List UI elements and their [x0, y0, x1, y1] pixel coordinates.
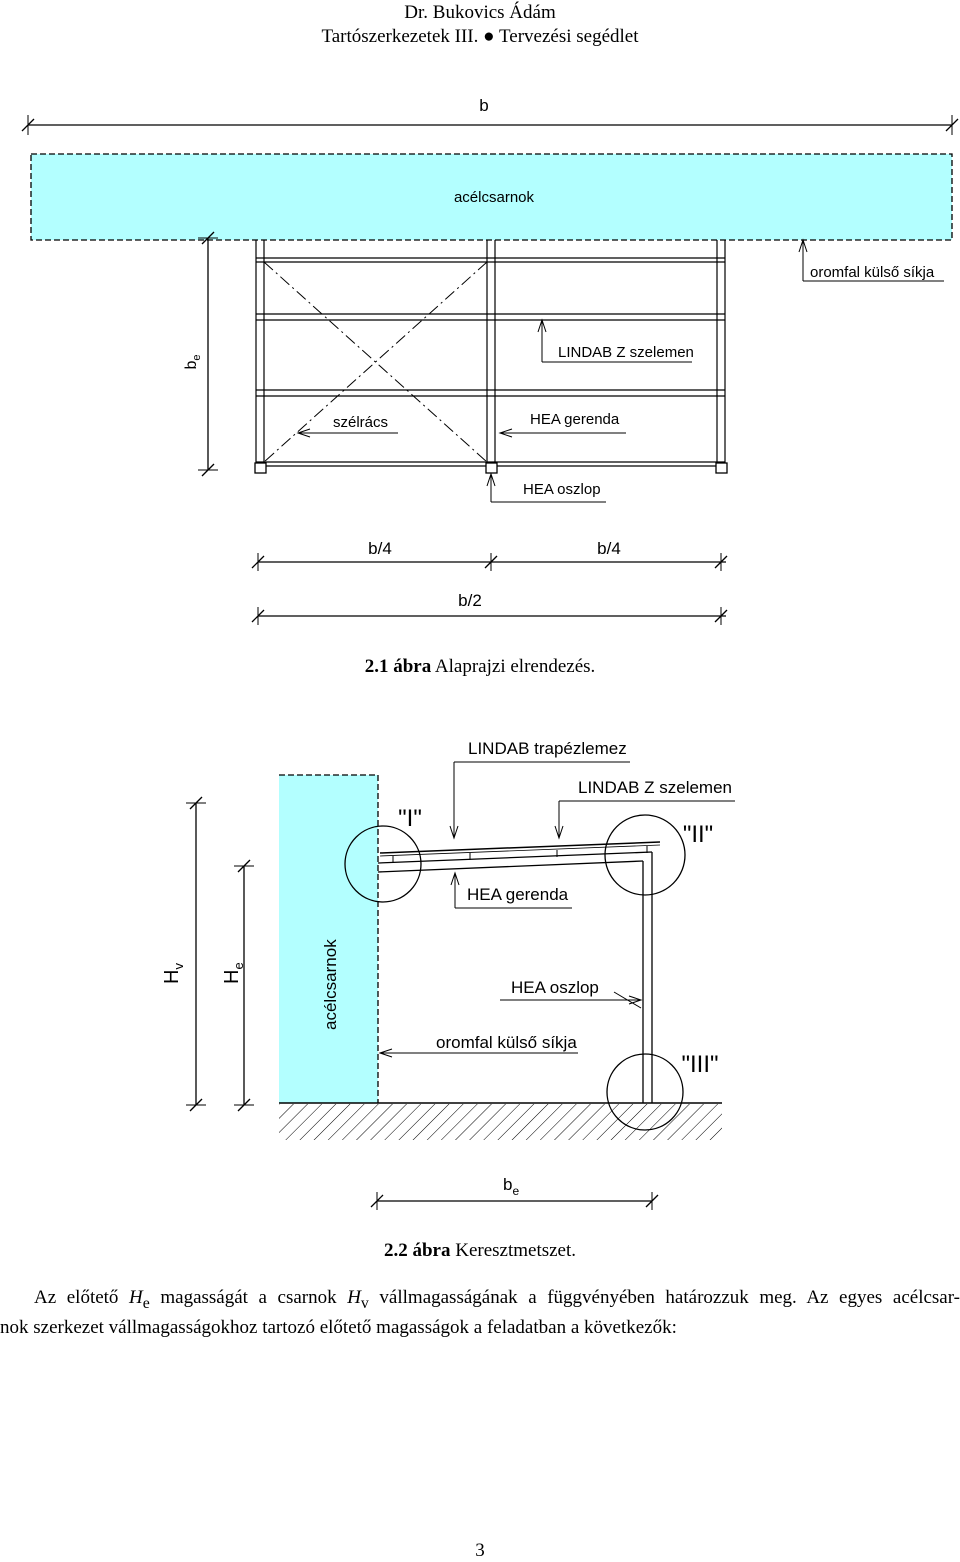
dim-he-label: He: [221, 962, 246, 984]
section-gable-label: oromfal külső síkja: [436, 1033, 577, 1052]
plan-frame: [255, 240, 726, 472]
beam-label: HEA gerenda: [530, 411, 620, 428]
figure2-caption-num: 2.2 ábra: [383, 1240, 451, 1261]
dim-b-label: b: [479, 96, 488, 115]
paragraph-line-2: nok szerkezet vállmagasságokhoz tartozó …: [0, 1316, 677, 1338]
section-hall-label: acélcsarnok: [321, 939, 340, 1030]
detail-label-2: "II": [683, 821, 713, 848]
section-column-label: HEA oszlop: [511, 978, 599, 997]
detail-circle-3: [606, 1053, 684, 1131]
detail-circle-1: [344, 825, 422, 903]
body-paragraph: Az előtető He magasságát a csarnok Hv vá…: [0, 1286, 960, 1340]
gable-plane-label: oromfal külső síkja: [810, 264, 935, 281]
hall-rect: [30, 153, 953, 241]
section-beam: [377, 851, 653, 864]
ground-hatch: [279, 1104, 722, 1140]
dim-be-label: be: [183, 354, 203, 369]
figure2-caption-text: Keresztmetszet.: [450, 1240, 577, 1261]
column-left: [254, 462, 267, 474]
column-label: HEA oszlop: [523, 481, 601, 498]
dim-section-be-label: be: [503, 1175, 519, 1198]
column-right: [715, 462, 728, 474]
dim-b4-right: b/4: [597, 539, 621, 558]
page-number: 3: [475, 1540, 485, 1561]
figure1-caption-text: Alaprajzi elrendezés.: [431, 656, 596, 677]
bracing-x: [263, 261, 488, 463]
paragraph-line-1: Az előtető He magasságát a csarnok Hv vá…: [34, 1287, 960, 1312]
section-trapezoid: [379, 841, 661, 854]
figure-section: acélcsarnok "I" "II" "III" LINDAB trapéz…: [161, 739, 735, 1210]
header-author: Dr. Bukovics Ádám: [404, 2, 556, 23]
dim-b4-left: b/4: [368, 539, 392, 558]
dim-hv-label: Hv: [161, 963, 186, 984]
figure1-caption-num: 2.1 ábra: [364, 656, 432, 677]
dim-b2-label: b/2: [458, 591, 482, 610]
figure2-caption: 2.2 ábra Keresztmetszet.: [0, 1240, 960, 1262]
hall-label: acélcsarnok: [454, 189, 535, 206]
figure-plan: b acélcsarnok be oromfal külső síkja: [21, 96, 959, 625]
header-title: Tartószerkezetek III. ● Tervezési segédl…: [321, 26, 639, 47]
detail-circle-2: [604, 814, 686, 896]
detail-label-3: "III": [681, 1051, 718, 1078]
column-mid: [485, 462, 498, 474]
figure1-caption: 2.1 ábra Alaprajzi elrendezés.: [0, 656, 960, 678]
section-purlin-label: LINDAB Z szelemen: [578, 778, 732, 797]
trapezoid-label: LINDAB trapézlemez: [468, 739, 627, 758]
detail-label-1: "I": [398, 805, 422, 832]
bracing-label: szélrács: [333, 414, 388, 431]
purlin-label: LINDAB Z szelemen: [558, 344, 694, 361]
section-hall: [279, 775, 378, 1103]
section-beam-label: HEA gerenda: [467, 885, 569, 904]
